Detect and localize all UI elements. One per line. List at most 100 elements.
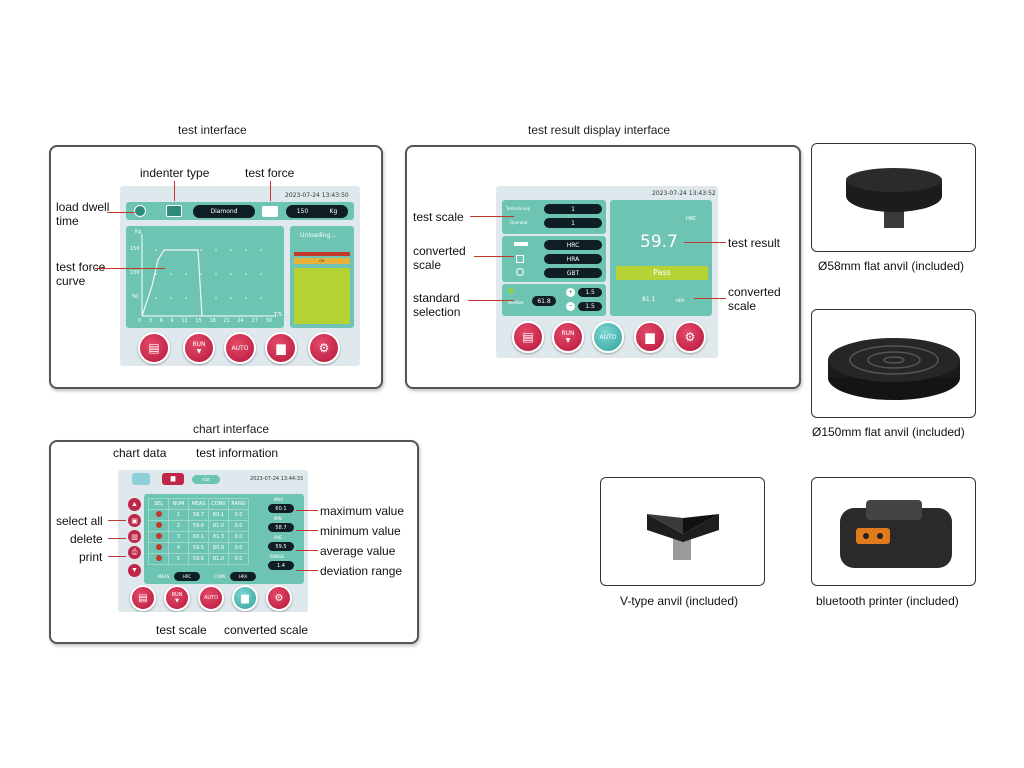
plus-button[interactable]: + — [566, 288, 575, 297]
minus-button[interactable]: − — [566, 302, 575, 311]
force-x-tick: 0 — [138, 318, 142, 324]
leader-load-dwell — [107, 212, 135, 213]
result-auto-button[interactable]: AUTO — [592, 321, 624, 353]
upper-offset-value: 1.5 — [578, 288, 602, 297]
select-dot-icon — [155, 522, 162, 528]
table-row[interactable]: 2 59.6 81.0 0.0 — [148, 520, 249, 532]
run-label: RUN — [192, 341, 206, 348]
chart-auto-button[interactable]: AUTO — [198, 585, 224, 611]
force-curve-chart — [141, 234, 276, 317]
result-timestamp: 2023-07-24 13:43:52 — [652, 190, 716, 197]
select-cell[interactable] — [148, 531, 169, 543]
test-scale-value[interactable]: HRC — [544, 240, 602, 250]
force-y-tick-100: 100 — [130, 270, 140, 276]
result-value: 59.7 — [640, 232, 678, 252]
table-cell: 80.1 — [208, 509, 229, 521]
chart-run-button[interactable]: RUN▼ — [164, 585, 190, 611]
callout-average-value: average value — [320, 544, 396, 558]
table-cell: 81.0 — [208, 520, 229, 532]
conv-scale-value[interactable]: HRA — [230, 572, 256, 581]
arrow-down-icon: ▼ — [175, 598, 179, 604]
result-run-button[interactable]: RUN▼ — [552, 321, 584, 353]
table-cell: 5 — [168, 553, 189, 565]
chart-button[interactable]: ▆ — [265, 332, 297, 364]
force-x-ticks: 0 3 6 9 12 15 18 21 24 27 30 — [138, 318, 272, 324]
print-button[interactable]: ⎙ — [128, 546, 141, 559]
table-row[interactable]: 1 58.7 80.1 0.0 — [148, 509, 249, 521]
converted-scale-value[interactable]: HRA — [544, 254, 602, 264]
auto-label: AUTO — [599, 333, 617, 341]
table-cell: 3 — [168, 531, 189, 543]
scroll-down-button[interactable]: ▼ — [128, 564, 141, 577]
table-cell: 0.0 — [228, 553, 249, 565]
gear-icon: ⚙ — [318, 341, 330, 355]
callout-indenter-type: indenter type — [140, 166, 210, 180]
run-label: RUN — [561, 330, 575, 337]
stat-tab[interactable]: stat — [192, 475, 220, 484]
test-information-tab[interactable]: ▆ — [162, 473, 184, 485]
chart-settings-button[interactable]: ⚙ — [266, 585, 292, 611]
force-icon — [262, 206, 278, 217]
run-button[interactable]: RUN▼ — [183, 332, 215, 364]
table-cell: 2 — [168, 520, 189, 532]
record-button[interactable]: ▤ — [138, 332, 170, 364]
select-cell[interactable] — [148, 509, 169, 521]
auto-label: AUTO — [203, 595, 219, 601]
clipboard-icon: ▤ — [522, 330, 534, 344]
select-cell[interactable] — [148, 553, 169, 565]
callout-test-scale-chart: test scale — [156, 623, 207, 637]
select-cell[interactable] — [148, 520, 169, 532]
leader-converted-scale-result — [474, 256, 514, 257]
leader-test-scale-result — [470, 216, 514, 217]
callout-chart-data: chart data — [113, 446, 167, 460]
callout-print: print — [79, 550, 103, 564]
operator-label: Operator — [510, 220, 528, 225]
auto-button[interactable]: AUTO — [224, 332, 256, 364]
column-header: SEL — [148, 498, 169, 510]
table-cell: 1 — [168, 509, 189, 521]
callout-test-scale-result: test scale — [413, 210, 464, 224]
chart-icon: ▆ — [241, 592, 249, 604]
table-cell: 59.6 — [188, 520, 209, 532]
ave-label: AVE — [274, 535, 282, 540]
chart-record-button[interactable]: ▤ — [130, 585, 156, 611]
gear-icon: ⚙ — [684, 330, 696, 344]
force-x-tick: 18 — [209, 318, 216, 324]
table-row[interactable]: 4 59.5 80.9 0.0 — [148, 542, 249, 554]
result-interface-screen: 2023-07-24 13:43:52 TesterGroup 1 Operat… — [496, 186, 718, 358]
callout-converted-scale-result: converted scale — [413, 244, 466, 272]
table-cell: 58.7 — [188, 509, 209, 521]
select-dot-icon — [155, 555, 162, 561]
test-force-number: 150 — [296, 208, 309, 215]
force-curve-grid — [155, 249, 262, 299]
standard-value[interactable]: GBT — [544, 268, 602, 278]
table-cell: 0.0 — [228, 520, 249, 532]
table-row[interactable]: 3 60.1 81.3 0.0 — [148, 531, 249, 543]
table-row[interactable]: 5 59.6 81.0 0.0 — [148, 553, 249, 565]
force-x-tick: 6 — [159, 318, 163, 324]
table-cell: 0.0 — [228, 542, 249, 554]
standard-number-label: Number — [508, 300, 525, 305]
min-label: MIN — [274, 516, 282, 521]
callout-test-force: test force — [245, 166, 295, 180]
max-value: 60.1 — [268, 504, 294, 513]
callout-converted-scale-chart: converted scale — [224, 623, 309, 637]
select-dot-icon — [155, 511, 162, 517]
result-settings-button[interactable]: ⚙ — [674, 321, 706, 353]
leader-converted-scale-right — [694, 298, 726, 299]
delete-button[interactable]: ▥ — [128, 530, 141, 543]
select-all-button[interactable]: ▣ — [128, 514, 141, 527]
settings-button[interactable]: ⚙ — [308, 332, 340, 364]
meas-scale-value[interactable]: HRC — [174, 572, 200, 581]
force-x-tick: 3 — [148, 318, 153, 324]
select-cell[interactable] — [148, 542, 169, 554]
leaf-icon — [508, 288, 514, 294]
scale-icon — [514, 242, 528, 246]
chart-chart-button[interactable]: ▆ — [232, 585, 258, 611]
result-record-button[interactable]: ▤ — [512, 321, 544, 353]
result-chart-button[interactable]: ▆ — [634, 321, 666, 353]
auto-label: AUTO — [231, 344, 249, 352]
callout-deviation-range: deviation range — [320, 564, 403, 578]
chart-data-tab[interactable] — [132, 473, 150, 485]
scroll-up-button[interactable]: ▲ — [128, 498, 141, 511]
